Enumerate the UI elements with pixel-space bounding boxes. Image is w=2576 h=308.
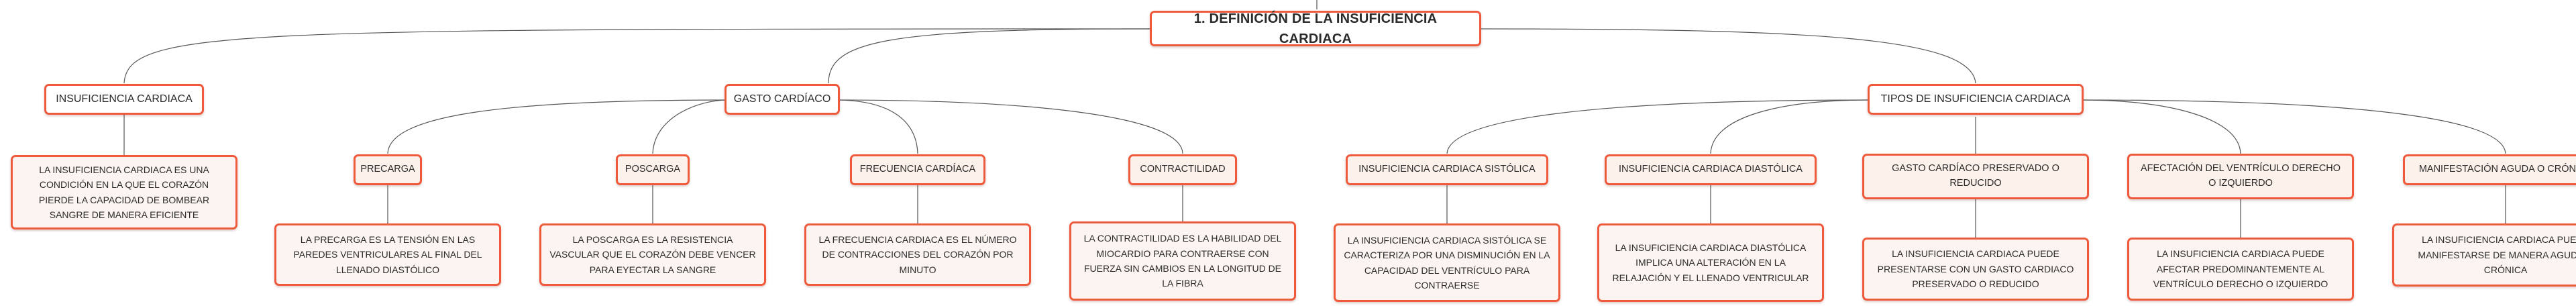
node-afectacion-description[interactable]: LA INSUFICIENCIA CARDIACA PUEDE AFECTAR … xyxy=(2127,238,2354,301)
node-text: LA INSUFICIENCIA CARDIACA PUEDE MANIFEST… xyxy=(2418,234,2576,276)
connector-tipos-diastolica xyxy=(1710,99,1871,154)
node-label: INSUFICIENCIA CARDIACA DIASTÓLICA xyxy=(1619,164,1803,175)
connector-root-insuficiencia xyxy=(123,28,1153,84)
node-insuficiencia-cardiaca[interactable]: INSUFICIENCIA CARDIACA xyxy=(44,84,204,115)
node-label: CONTRACTILIDAD xyxy=(1140,164,1226,175)
node-manifestacion-description[interactable]: LA INSUFICIENCIA CARDIACA PUEDE MANIFEST… xyxy=(2392,223,2576,287)
node-insuficiencia-diastolica[interactable]: INSUFICIENCIA CARDIACA DIASTÓLICA xyxy=(1605,154,1817,185)
node-gasto-cardiaco[interactable]: GASTO CARDÍACO xyxy=(724,84,840,115)
node-label: INSUFICIENCIA CARDIACA xyxy=(56,93,193,105)
connector-gasto-contractilidad xyxy=(835,99,1183,154)
node-label: POSCARGA xyxy=(625,164,681,175)
node-poscarga[interactable]: POSCARGA xyxy=(616,154,690,185)
node-label: MANIFESTACIÓN AGUDA O CRÓNICA xyxy=(2418,164,2576,175)
node-diastolica-description[interactable]: LA INSUFICIENCIA CARDIACA DIASTÓLICA IMP… xyxy=(1597,223,1824,302)
node-text: LA INSUFICIENCIA CARDIACA PUEDE AFECTAR … xyxy=(2153,248,2328,290)
node-text: LA INSUFICIENCIA CARDIACA ES UNA CONDICI… xyxy=(38,164,210,220)
node-text: LA CONTRACTILIDAD ES LA HABILIDAD DEL MI… xyxy=(1083,233,1282,289)
node-text: LA INSUFICIENCIA CARDIACA PUEDE PRESENTA… xyxy=(1877,248,2074,290)
node-label: GASTO CARDÍACO PRESERVADO O REDUCIDO xyxy=(1892,163,2059,189)
node-precarga[interactable]: PRECARGA xyxy=(354,154,422,185)
node-precarga-description[interactable]: LA PRECARGA ES LA TENSIÓN EN LAS PAREDES… xyxy=(274,223,501,286)
connector-gasto-poscarga xyxy=(652,99,729,154)
node-text: LA POSCARGA ES LA RESISTENCIA VASCULAR Q… xyxy=(549,234,756,275)
node-text: LA FRECUENCIA CARDIACA ES EL NÚMERO DE C… xyxy=(818,234,1017,275)
node-sistolica-description[interactable]: LA INSUFICIENCIA CARDIACA SISTÓLICA SE C… xyxy=(1334,223,1560,302)
node-label: TIPOS DE INSUFICIENCIA CARDIACA xyxy=(1880,93,2071,105)
node-text: LA PRECARGA ES LA TENSIÓN EN LAS PAREDES… xyxy=(293,234,482,275)
node-gasto-preservado[interactable]: GASTO CARDÍACO PRESERVADO O REDUCIDO xyxy=(1862,154,2089,199)
connector-tipos-manifestacion xyxy=(2081,99,2506,154)
node-frecuencia-cardiaca[interactable]: FRECUENCIA CARDÍACA xyxy=(850,154,985,185)
root-node[interactable]: 1. DEFINICIÓN DE LA INSUFICIENCIA CARDIA… xyxy=(1150,11,1481,46)
node-text: LA INSUFICIENCIA CARDIACA SISTÓLICA SE C… xyxy=(1344,234,1550,291)
node-label: INSUFICIENCIA CARDIACA SISTÓLICA xyxy=(1358,164,1536,175)
root-title: 1. DEFINICIÓN DE LA INSUFICIENCIA CARDIA… xyxy=(1193,11,1438,46)
connector-tipos-sistolica xyxy=(1446,99,1871,154)
node-text: LA INSUFICIENCIA CARDIACA DIASTÓLICA IMP… xyxy=(1612,242,1809,283)
node-label: AFECTACIÓN DEL VENTRÍCULO DERECHO O IZQU… xyxy=(2140,163,2341,189)
node-manifestacion-aguda-cronica[interactable]: MANIFESTACIÓN AGUDA O CRÓNICA xyxy=(2403,154,2576,185)
connector-root-tipos xyxy=(1479,28,1976,84)
node-contractilidad[interactable]: CONTRACTILIDAD xyxy=(1128,154,1237,185)
node-insuficiencia-sistolica[interactable]: INSUFICIENCIA CARDIACA SISTÓLICA xyxy=(1346,154,1548,185)
node-afectacion-ventriculo[interactable]: AFECTACIÓN DEL VENTRÍCULO DERECHO O IZQU… xyxy=(2127,154,2354,199)
node-label: FRECUENCIA CARDÍACA xyxy=(859,164,976,175)
node-label: GASTO CARDÍACO xyxy=(733,93,831,105)
node-contractilidad-description[interactable]: LA CONTRACTILIDAD ES LA HABILIDAD DEL MI… xyxy=(1069,221,1296,301)
node-insuficiencia-description[interactable]: LA INSUFICIENCIA CARDIACA ES UNA CONDICI… xyxy=(11,155,237,229)
node-poscarga-description[interactable]: LA POSCARGA ES LA RESISTENCIA VASCULAR Q… xyxy=(539,223,766,286)
connector-gasto-frecuencia xyxy=(835,99,918,154)
connector-root-gasto xyxy=(828,28,1153,84)
connector-tipos-afectacion xyxy=(2081,99,2241,154)
node-label: PRECARGA xyxy=(360,164,415,175)
node-frecuencia-description[interactable]: LA FRECUENCIA CARDIACA ES EL NÚMERO DE C… xyxy=(804,223,1031,286)
node-preservado-description[interactable]: LA INSUFICIENCIA CARDIACA PUEDE PRESENTA… xyxy=(1862,238,2089,301)
node-tipos-insuficiencia[interactable]: TIPOS DE INSUFICIENCIA CARDIACA xyxy=(1868,84,2084,115)
connector-gasto-precarga xyxy=(387,99,729,154)
